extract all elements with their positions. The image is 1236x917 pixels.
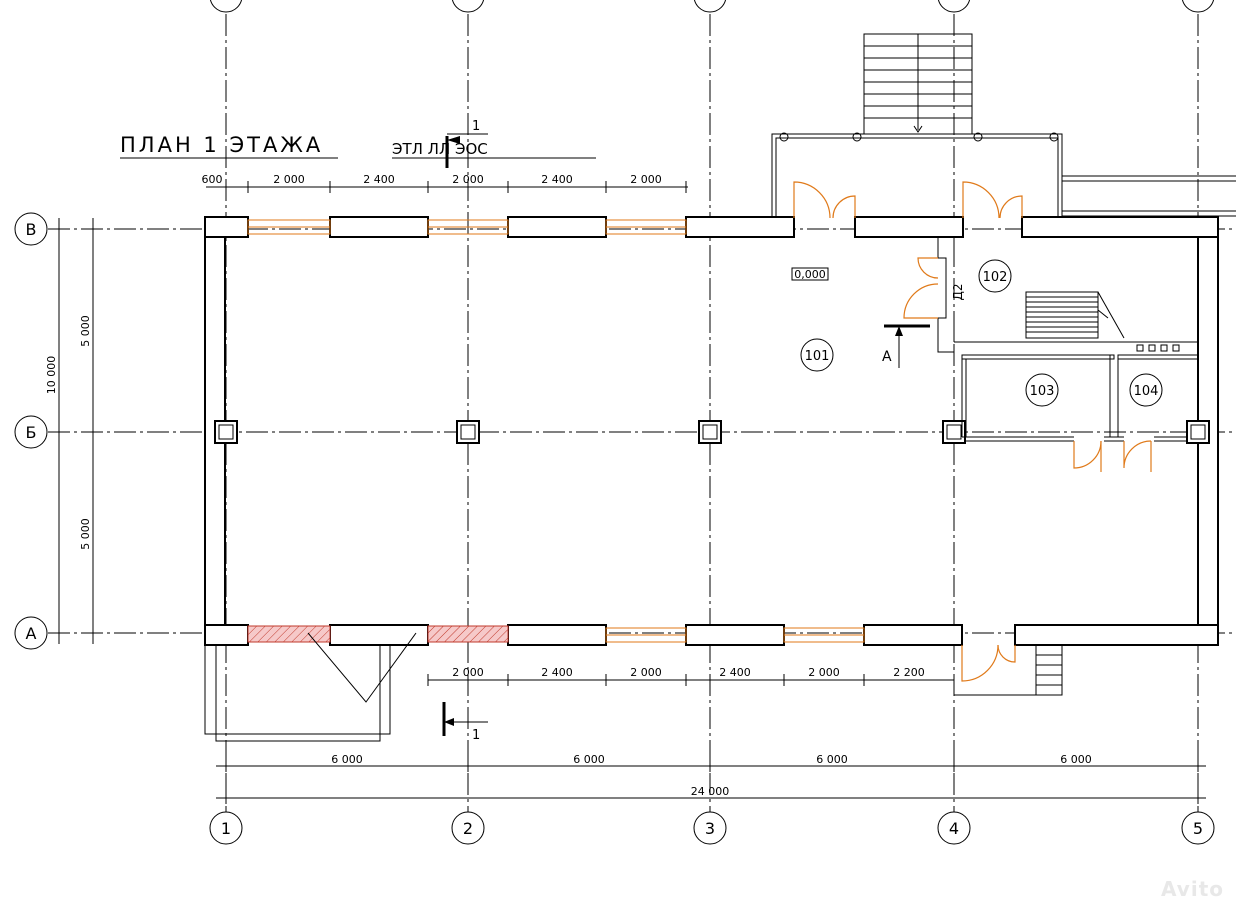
dimension-chain-top: 600 2 000 2 400 2 000 2 400 2 000	[202, 173, 688, 193]
dimension-chain-bottom-openings: 2 000 2 400 2 000 2 400 2 000 2 200	[427, 666, 955, 686]
dim-top-3: 2 000	[452, 173, 484, 186]
door-tag-d2: Д2	[951, 283, 965, 300]
dim-left-total: 10 000	[45, 356, 58, 395]
axis-label-3: 3	[705, 819, 715, 838]
dim-bay-1: 6 000	[573, 753, 605, 766]
dim-bay-2: 6 000	[816, 753, 848, 766]
dim-left-0: 5 000	[79, 315, 92, 347]
columns	[214, 420, 1210, 444]
room-104: 104	[1134, 384, 1159, 399]
section-number-top: 1	[472, 119, 480, 134]
room-102: 102	[983, 270, 1008, 285]
room-101: 101	[805, 349, 830, 364]
axis-label-b: Б	[26, 423, 37, 442]
interior-partitions	[937, 237, 1199, 442]
windows-top	[247, 219, 687, 235]
dim-total: 24 000	[691, 785, 730, 798]
dim-top-1: 2 000	[273, 173, 305, 186]
dim-left-1: 5 000	[79, 518, 92, 550]
dim-top-5: 2 000	[630, 173, 662, 186]
dim-bottom-open-5: 2 200	[893, 666, 925, 679]
title-scribble: ЭТЛ ЛЛ ЭОС	[392, 140, 488, 158]
dim-bay-3: 6 000	[1060, 753, 1092, 766]
axis-bubbles-top	[209, 0, 1215, 13]
axis-label-4: 4	[949, 819, 959, 838]
dimension-chain-bottom-bays: 6 000 6 000 6 000 6 000 24 000	[216, 753, 1206, 804]
axis-label-1: 1	[221, 819, 231, 838]
section-letter: А	[882, 349, 892, 365]
dim-bottom-open-4: 2 000	[808, 666, 840, 679]
level-mark-text: 0,000	[794, 268, 826, 281]
section-mark-top: 1	[445, 119, 488, 168]
dim-top-4: 2 400	[541, 173, 573, 186]
axis-label-a: А	[26, 624, 37, 643]
axis-bubbles-left: В Б А	[14, 212, 48, 650]
level-mark: 0,000	[791, 267, 829, 281]
axis-bubbles-bottom: 1 2 3 4 5	[209, 811, 1215, 845]
dimension-chain-left: 5 000 5 000 10 000	[45, 218, 99, 644]
dim-bay-0: 6 000	[331, 753, 363, 766]
dim-bottom-open-1: 2 400	[541, 666, 573, 679]
section-mark-bottom: 1	[442, 702, 488, 743]
axis-label-2: 2	[463, 819, 473, 838]
east-ramp	[1062, 175, 1236, 217]
room-103: 103	[1030, 384, 1055, 399]
axis-label-5: 5	[1193, 819, 1203, 838]
axis-label-v: В	[26, 220, 37, 239]
south-porch	[204, 632, 1063, 742]
watermark: Avito	[1161, 877, 1224, 901]
interior-stair	[1025, 291, 1180, 352]
room-tags: 101 102 103 104	[800, 259, 1163, 407]
section-a-mark: А	[882, 324, 930, 368]
dim-top-2: 2 400	[363, 173, 395, 186]
plan-title: ПЛАН 1 ЭТАЖА	[120, 133, 323, 157]
windows-bottom	[247, 625, 865, 643]
dim-bottom-open-3: 2 400	[719, 666, 751, 679]
dim-bottom-open-2: 2 000	[630, 666, 662, 679]
doors	[793, 181, 1152, 682]
dim-top-0: 600	[202, 173, 223, 186]
dim-bottom-open-0: 2 000	[452, 666, 484, 679]
section-number-bottom: 1	[472, 728, 480, 743]
